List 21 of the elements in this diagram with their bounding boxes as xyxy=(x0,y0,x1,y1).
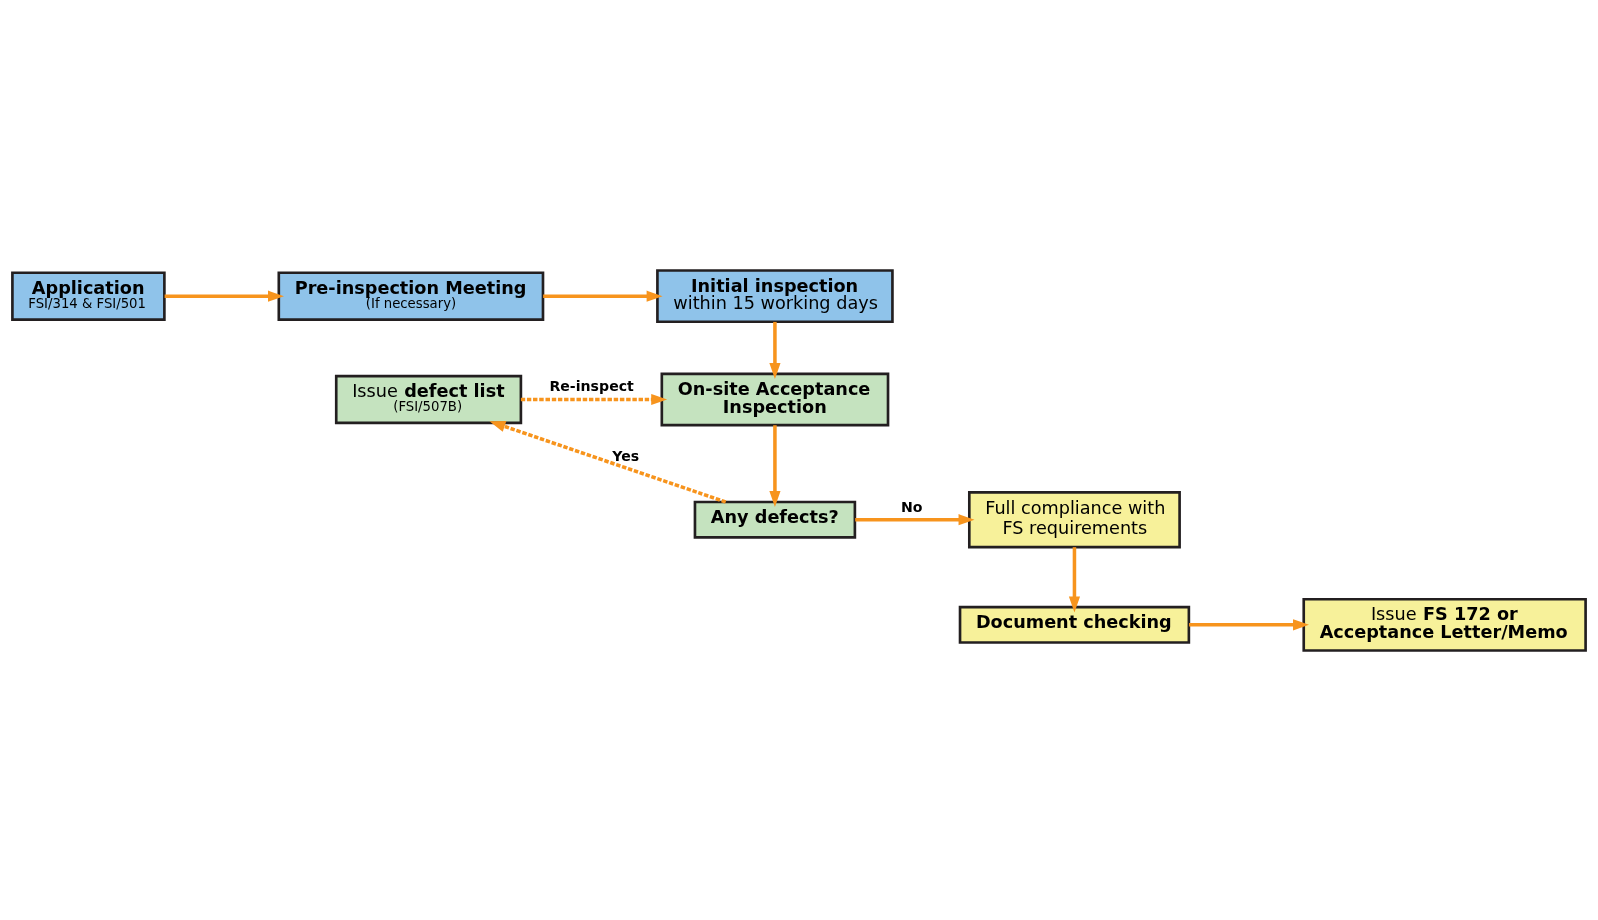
arrow xyxy=(543,290,663,302)
arrow xyxy=(489,420,727,504)
node-box: Issue FS 172 or Acceptance Letter/Memo xyxy=(1302,597,1587,652)
node-box: Application FSI/314 & FSI/501 xyxy=(11,270,166,321)
node-box: Full compliance with FS requirements xyxy=(968,490,1181,548)
edge-label: Yes xyxy=(612,447,640,464)
arrow xyxy=(769,321,781,379)
node-box: Issue defect list (FSI/507B) xyxy=(334,374,523,424)
arrow xyxy=(1068,546,1081,612)
arrow xyxy=(164,290,284,302)
edge-label: Re-inspect xyxy=(549,377,634,394)
node-box: Any defects? xyxy=(693,500,857,539)
arrow xyxy=(1189,618,1309,630)
node-box: Initial inspection within 15 working days xyxy=(656,268,894,323)
node-box: On-site Acceptance Inspection xyxy=(660,372,890,426)
arrow xyxy=(855,513,975,525)
edge-label: No xyxy=(901,498,923,515)
arrow xyxy=(520,393,668,405)
arrow xyxy=(769,424,781,507)
node-box: Pre-inspection Meeting (If necessary) xyxy=(277,270,545,321)
node-box: Document checking xyxy=(958,605,1191,644)
